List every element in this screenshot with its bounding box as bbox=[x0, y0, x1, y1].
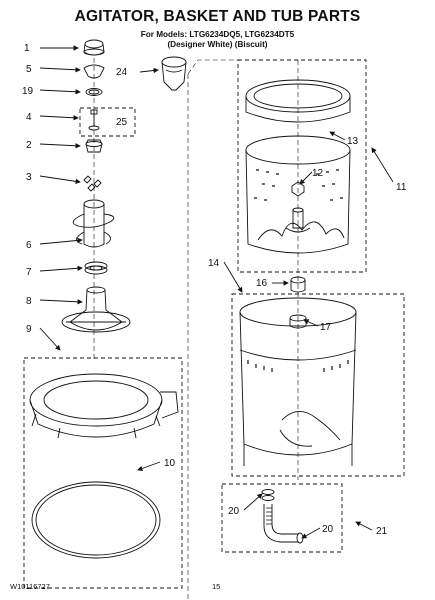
callout-5: 5 bbox=[26, 64, 32, 75]
callout-19: 19 bbox=[22, 86, 34, 97]
callout-9: 9 bbox=[26, 324, 32, 335]
page-title: AGITATOR, BASKET AND TUB PARTS bbox=[74, 8, 361, 25]
group-box-21 bbox=[221, 483, 343, 553]
part-7-ring bbox=[84, 261, 108, 275]
part-8-agitator-base bbox=[61, 286, 131, 333]
part-16-tub-seal bbox=[290, 276, 306, 293]
callout-17: 17 bbox=[320, 322, 332, 333]
part-14-outer-tub bbox=[239, 297, 357, 466]
part-1-agitator-cap bbox=[83, 39, 105, 56]
callout-4: 4 bbox=[26, 112, 32, 123]
part-9-tub-ring bbox=[29, 373, 179, 439]
callout-20-lower: 20 bbox=[322, 524, 334, 535]
callout-13: 13 bbox=[347, 136, 359, 147]
part-3-clips bbox=[83, 175, 102, 192]
part-2-nut bbox=[85, 139, 103, 153]
callout-24: 24 bbox=[116, 67, 128, 78]
doc-number: W10116727 bbox=[10, 582, 50, 591]
part-19-o-ring bbox=[85, 88, 103, 96]
callout-16: 16 bbox=[256, 278, 268, 289]
callout-6: 6 bbox=[26, 240, 32, 251]
part-4-bolt bbox=[88, 109, 100, 131]
part-13-balance-ring bbox=[245, 79, 351, 123]
page-number: 15 bbox=[212, 582, 221, 591]
callout-3: 3 bbox=[26, 172, 32, 183]
callout-25: 25 bbox=[116, 117, 128, 128]
callout-2: 2 bbox=[26, 140, 32, 151]
part-10-gasket bbox=[31, 481, 161, 559]
callout-8: 8 bbox=[26, 296, 32, 307]
group-box-11 bbox=[237, 59, 367, 273]
part-11-basket bbox=[245, 135, 351, 254]
callout-labels: 1 5 19 4 25 2 3 6 7 8 9 10 24 13 12 11 1… bbox=[22, 43, 407, 537]
callout-21: 21 bbox=[376, 526, 388, 537]
callout-7: 7 bbox=[26, 267, 32, 278]
models-line: For Models: LTG6234DQ5, LTG6234DT5 bbox=[140, 30, 295, 39]
callout-10: 10 bbox=[164, 458, 176, 469]
callout-20-upper: 20 bbox=[228, 506, 240, 517]
callout-11: 11 bbox=[396, 182, 407, 193]
part-24-dispenser bbox=[161, 56, 187, 91]
part-12-hub-nut bbox=[285, 181, 311, 233]
group-box-9-10 bbox=[23, 357, 183, 589]
callout-12: 12 bbox=[312, 168, 324, 179]
alignment-lines bbox=[93, 58, 299, 600]
leader-lines bbox=[39, 45, 394, 539]
part-6-auger bbox=[72, 199, 115, 248]
group-box-14 bbox=[231, 293, 405, 477]
callout-14: 14 bbox=[208, 258, 220, 269]
part-5-seal bbox=[83, 64, 105, 79]
colors-line: (Designer White) (Biscuit) bbox=[167, 40, 268, 49]
callout-1: 1 bbox=[24, 43, 30, 54]
part-21-drain-hose bbox=[261, 489, 304, 544]
part-17-drive-seal bbox=[289, 314, 307, 329]
